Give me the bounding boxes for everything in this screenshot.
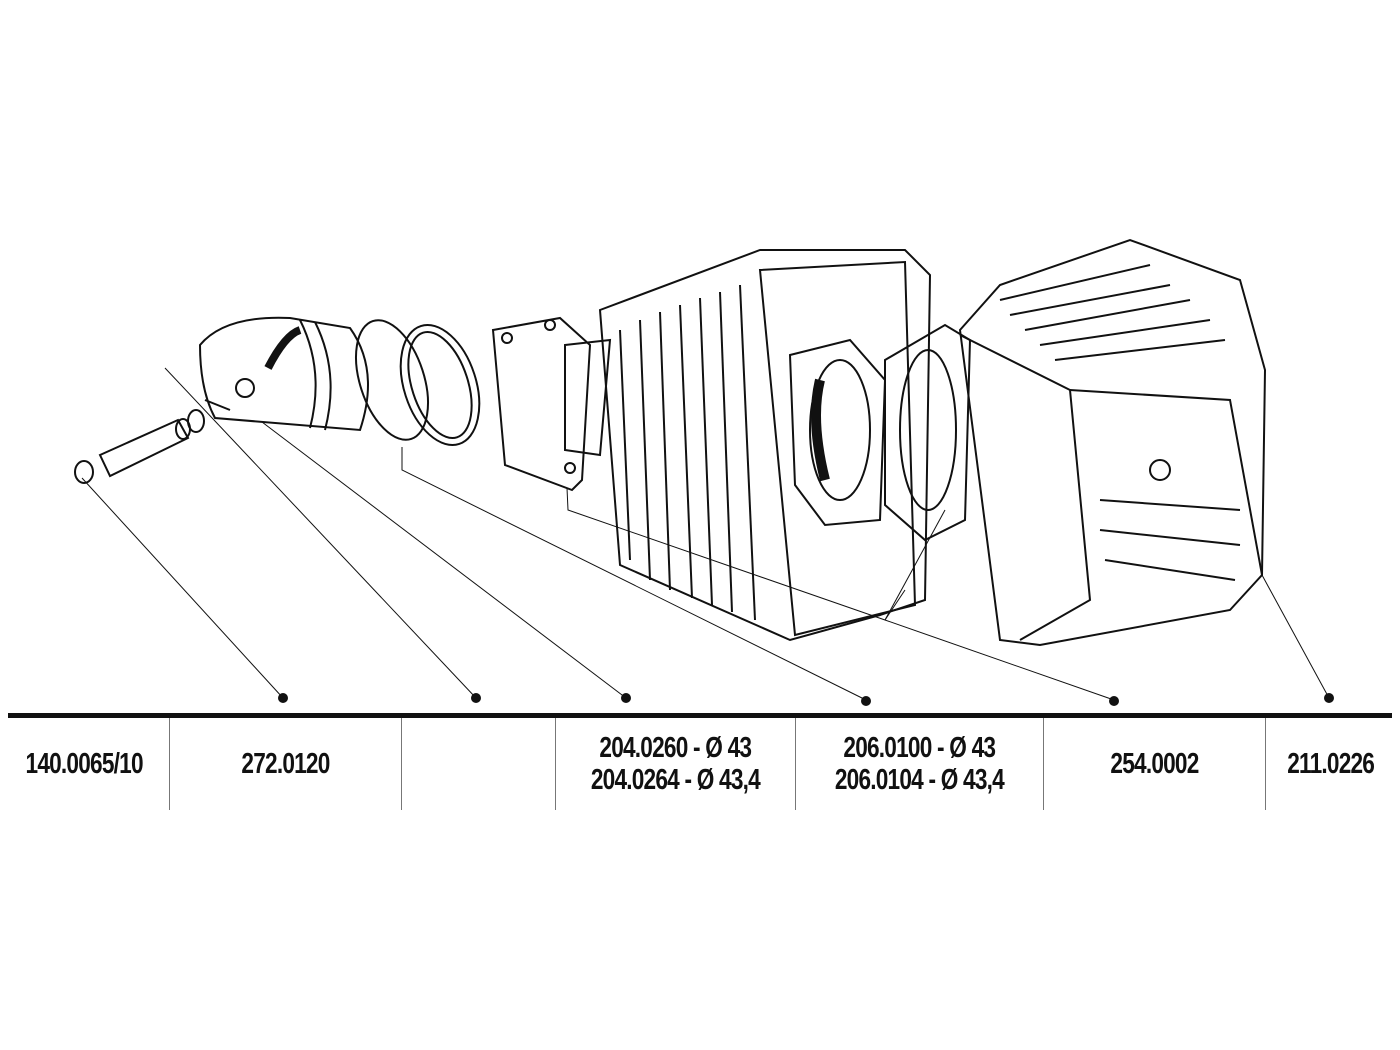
column-divider xyxy=(401,718,402,810)
column-divider xyxy=(795,718,796,810)
part-number: 211.0226 xyxy=(1287,748,1376,780)
part-number-piston-pin: 272.0120 xyxy=(170,718,401,810)
cylinder-head xyxy=(958,238,1267,647)
circlip-icon xyxy=(74,409,205,484)
part-number: 206.0100 - Ø 43 xyxy=(843,732,997,764)
part-number-empty xyxy=(402,718,555,810)
leader-dots xyxy=(278,693,1334,706)
part-number: 140.0065/10 xyxy=(25,748,144,780)
leader-lines xyxy=(81,367,1330,701)
cylinder xyxy=(564,249,932,642)
base-gasket xyxy=(491,316,592,492)
column-divider xyxy=(1043,718,1044,810)
head-gasket xyxy=(884,323,972,542)
part-number: 206.0104 - Ø 43,4 xyxy=(834,764,1005,796)
part-number: 204.0264 - Ø 43,4 xyxy=(590,764,761,796)
part-number: 254.0002 xyxy=(1110,748,1199,780)
piston xyxy=(198,316,369,432)
column-divider xyxy=(555,718,556,810)
column-divider xyxy=(169,718,170,810)
piston-pin xyxy=(98,418,191,478)
part-number-gaskets: 254.0002 xyxy=(1044,718,1265,810)
table-top-rule xyxy=(8,713,1392,718)
part-number-head: 211.0226 xyxy=(1266,718,1396,810)
column-divider xyxy=(1265,718,1266,810)
part-number: 204.0260 - Ø 43 xyxy=(599,732,753,764)
part-number: 272.0120 xyxy=(241,748,330,780)
part-number-circlips: 140.0065/10 xyxy=(0,718,169,810)
piston-rings xyxy=(355,319,481,447)
